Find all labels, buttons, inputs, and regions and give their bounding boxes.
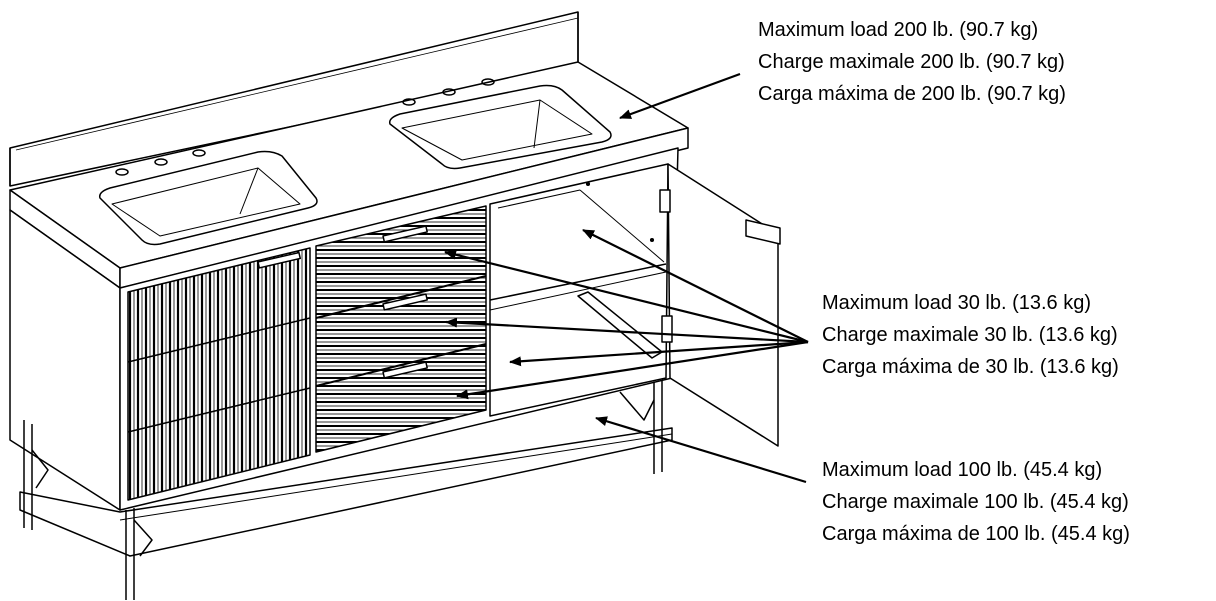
bottom-shelf-load-label: Maximum load 100 lb. (45.4 kg) Charge ma…	[822, 454, 1130, 550]
arrow-cabinet-upper	[582, 229, 809, 343]
arrow-bottom-shelf	[595, 416, 807, 484]
bottom-shelf-load-es: Carga máxima de 100 lb. (45.4 kg)	[822, 523, 1130, 545]
arrow-drawer-bottom	[456, 340, 809, 400]
drawer-shelf-load-fr: Charge maximale 30 lb. (13.6 kg)	[822, 324, 1118, 346]
drawer-shelf-load-label: Maximum load 30 lb. (13.6 kg) Charge max…	[822, 287, 1119, 383]
drawer-stack	[315, 205, 487, 453]
bottom-shelf-load-fr: Charge maximale 100 lb. (45.4 kg)	[822, 491, 1129, 513]
arrow-drawer-top	[444, 249, 809, 344]
countertop-load-es: Carga máxima de 200 lb. (90.7 kg)	[758, 83, 1066, 105]
arrow-cabinet-lower	[509, 340, 809, 367]
drawer-shelf-load-es: Carga máxima de 30 lb. (13.6 kg)	[822, 356, 1119, 378]
callout-arrows	[444, 72, 809, 484]
arrow-drawer-middle	[445, 317, 809, 344]
sink-right	[388, 84, 612, 170]
countertop-load-en: Maximum load 200 lb. (90.7 kg)	[758, 19, 1039, 41]
left-door-panel	[127, 247, 311, 501]
countertop-load-label: Maximum load 200 lb. (90.7 kg) Charge ma…	[758, 14, 1066, 110]
drawer-shelf-load-en: Maximum load 30 lb. (13.6 kg)	[822, 292, 1092, 314]
sink-left	[98, 150, 318, 246]
arrow-countertop	[619, 72, 741, 120]
open-door	[667, 163, 779, 447]
bottom-shelf	[19, 427, 673, 557]
bottom-shelf-load-en: Maximum load 100 lb. (45.4 kg)	[822, 459, 1103, 481]
countertop-load-fr: Charge maximale 200 lb. (90.7 kg)	[758, 51, 1065, 73]
vanity-cabinet	[9, 11, 781, 600]
